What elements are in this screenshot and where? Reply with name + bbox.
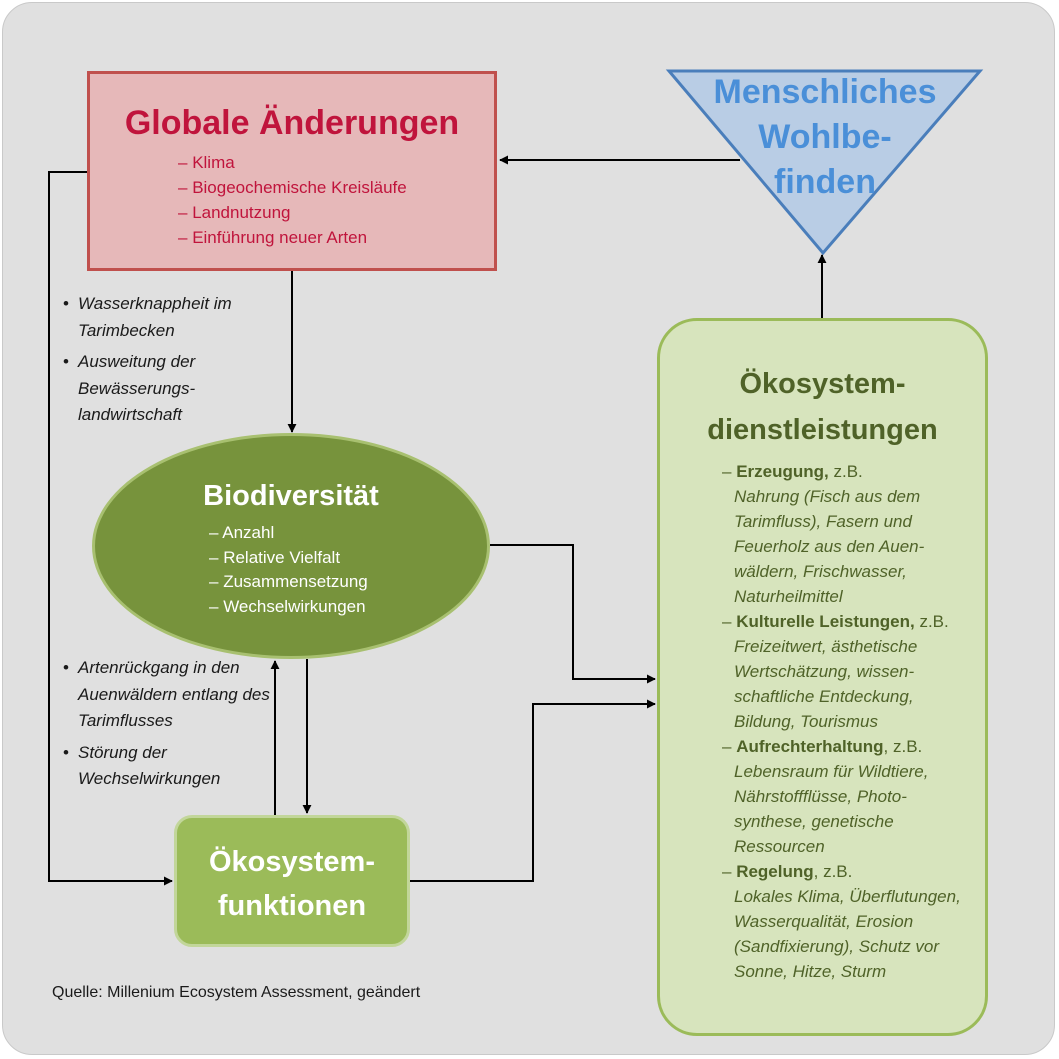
ecosystem-services-title: Ökosystem- dienstleistungen	[660, 361, 985, 453]
list-item: Einführung neuer Arten	[178, 225, 407, 250]
biodiversity-title: Biodiversität	[203, 480, 379, 512]
list-item: Landnutzung	[178, 200, 407, 225]
category-suffix: , z.B.	[883, 737, 923, 756]
service-category: Regelung, z.B. Lokales Klima, Überflutun…	[722, 859, 969, 984]
wellbeing-title-line: Menschliches	[713, 73, 937, 111]
arrow-functions-to-services	[410, 699, 656, 882]
wellbeing-title: Menschliches Wohlbe- finden	[690, 70, 960, 205]
title-line: Ökosystem-	[739, 368, 906, 400]
category-name: Aufrechterhaltung	[736, 737, 884, 756]
list-item: Wechselwirkungen	[209, 595, 368, 620]
list-item: Zusammensetzung	[209, 570, 368, 595]
list-item: Anzahl	[209, 521, 368, 546]
list-item: Biogeochemische Kreisläufe	[178, 175, 407, 200]
category-name: Regelung	[736, 862, 814, 881]
ecosystem-services-box: Ökosystem- dienstleistungen Erzeugung, z…	[657, 318, 988, 1036]
wellbeing-title-line: Wohlbe-	[758, 118, 892, 156]
service-category: Erzeugung, z.B. Nahrung (Fisch aus dem T…	[722, 459, 969, 609]
driver-item: Artenrückgang in den Auenwäldern entlang…	[61, 655, 276, 735]
ecosystem-functions-title: Ökosystem- funktionen	[177, 840, 407, 928]
wellbeing-triangle	[665, 69, 984, 256]
arrow-global-to-functions	[48, 171, 173, 886]
category-suffix: z.B.	[828, 462, 863, 481]
title-line: Ökosystem-	[208, 846, 375, 878]
ecosystem-functions-box: Ökosystem- funktionen	[174, 815, 410, 947]
category-description: Lokales Klima, Überflutungen, Wasserqual…	[734, 887, 961, 981]
arrow-biodiversity-to-services	[490, 544, 656, 684]
category-description: Lebensraum für Wildtiere, Nährstoffflüss…	[734, 762, 929, 856]
service-category: Kulturelle Leistungen, z.B. Freizeitwert…	[722, 609, 969, 734]
driver-item: Wasserknappheit im Tarimbecken	[61, 291, 291, 344]
category-suffix: z.B.	[914, 612, 949, 631]
global-changes-box: Globale Änderungen Klima Biogeochemische…	[87, 71, 497, 271]
source-caption: Quelle: Millenium Ecosystem Assessment, …	[52, 984, 421, 1001]
category-description: Freizeitwert, ästhetische Wertschätzung,…	[734, 637, 918, 731]
list-item: Klima	[178, 150, 407, 175]
biodiversity-ellipse: Biodiversität Anzahl Relative Vielfalt Z…	[92, 433, 490, 659]
category-name: Erzeugung,	[736, 462, 829, 481]
biodiversity-list: Anzahl Relative Vielfalt Zusammensetzung…	[209, 521, 368, 619]
category-name: Kulturelle Leistungen,	[736, 612, 915, 631]
list-item: Relative Vielfalt	[209, 546, 368, 571]
service-category: Aufrechterhaltung, z.B. Lebensraum für W…	[722, 734, 969, 859]
drivers-bottom-list: Artenrückgang in den Auenwäldern entlang…	[61, 655, 276, 798]
title-line: dienstleistungen	[707, 414, 938, 446]
driver-item: Störung der Wechselwirkungen	[61, 740, 276, 793]
category-suffix: , z.B.	[813, 862, 853, 881]
title-line: funktionen	[217, 890, 367, 922]
services-list: Erzeugung, z.B. Nahrung (Fisch aus dem T…	[722, 459, 969, 984]
drivers-top-list: Wasserknappheit im Tarimbecken Ausweitun…	[61, 291, 291, 434]
category-description: Nahrung (Fisch aus dem Tarimfluss), Fase…	[734, 487, 925, 606]
global-changes-list: Klima Biogeochemische Kreisläufe Landnut…	[178, 150, 407, 250]
global-changes-title: Globale Änderungen	[124, 104, 460, 142]
driver-item: Ausweitung der Bewässerungs-landwirtscha…	[61, 349, 291, 429]
wellbeing-title-line: finden	[774, 163, 876, 201]
